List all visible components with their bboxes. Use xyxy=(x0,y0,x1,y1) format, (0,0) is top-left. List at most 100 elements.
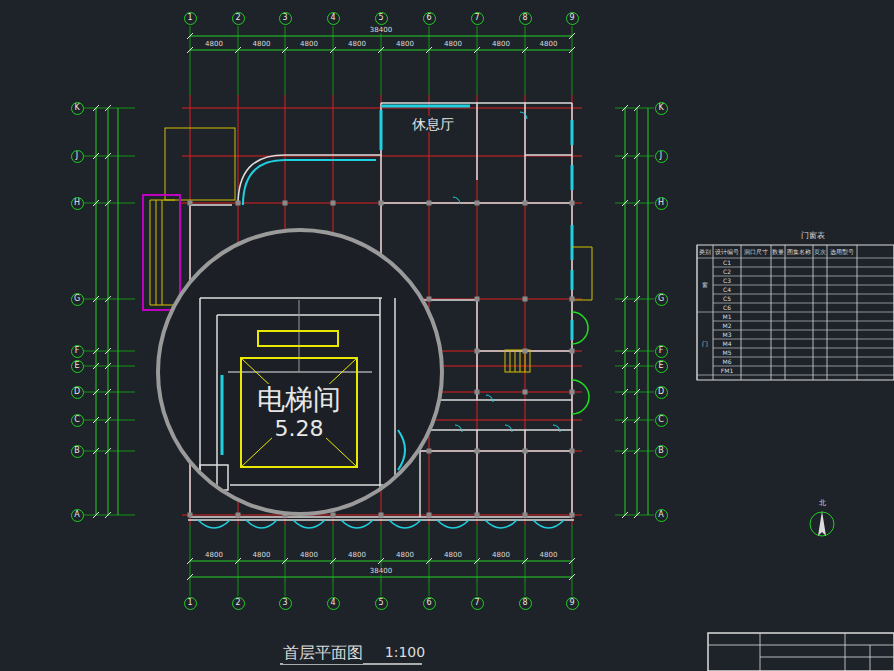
axis-bubble: C xyxy=(655,414,668,427)
title-block xyxy=(708,633,894,671)
dimension-text: 4800 xyxy=(539,552,559,559)
table-rule xyxy=(785,245,786,380)
axis-bubble: 1 xyxy=(184,12,197,25)
axis-bubble: A xyxy=(71,509,84,522)
table-rule xyxy=(771,245,772,380)
dimension-tick xyxy=(522,47,528,53)
axis-bubble: 7 xyxy=(471,597,484,610)
dimension-tick xyxy=(93,296,99,302)
extension-line xyxy=(84,351,135,352)
dimension-tick xyxy=(634,417,640,423)
table-rule xyxy=(713,276,894,277)
door-swing xyxy=(486,395,493,402)
column xyxy=(283,201,288,206)
overall-dimension: 38400 xyxy=(369,27,393,34)
axis-number: 7 xyxy=(474,599,479,607)
bay-window xyxy=(533,520,564,528)
table-header: 页次 xyxy=(813,249,827,255)
dimension-tick xyxy=(569,33,575,39)
schedule-table xyxy=(697,245,894,380)
ramp-line xyxy=(150,305,175,306)
dimension-tick xyxy=(93,153,99,159)
magnified-view xyxy=(200,298,440,505)
window xyxy=(571,165,574,190)
table-cell: FM1 xyxy=(720,368,734,374)
dimension-tick xyxy=(622,200,628,206)
axis-bubble: 2 xyxy=(232,12,245,25)
axis-bubble: 3 xyxy=(279,12,292,25)
bay-window xyxy=(389,520,421,528)
dimension-text: 4800 xyxy=(539,41,559,48)
wall xyxy=(525,154,572,156)
extension-line xyxy=(84,156,135,157)
dimension-text: 4800 xyxy=(252,41,272,48)
dimension-tick xyxy=(622,105,628,111)
wall xyxy=(420,450,572,452)
ramp-line xyxy=(150,200,151,305)
extension-line xyxy=(84,366,135,367)
table-header: 数量 xyxy=(771,249,785,255)
table-rule xyxy=(697,245,698,380)
window xyxy=(571,320,574,340)
dimension-tick xyxy=(378,558,384,564)
north-label: 北 xyxy=(818,500,827,507)
title-block-rule xyxy=(760,657,894,658)
dimension-tick xyxy=(93,512,99,518)
dimension-text: 4800 xyxy=(443,41,463,48)
table-rule xyxy=(713,321,894,322)
axis-bubble: E xyxy=(71,360,84,373)
table-header: 洞口尺寸 xyxy=(743,249,769,255)
extension-line xyxy=(84,420,135,421)
table-cell: C2 xyxy=(722,269,732,275)
bay-window xyxy=(293,520,325,528)
axis-number: K xyxy=(74,104,79,112)
dimension-tick xyxy=(187,33,193,39)
wall xyxy=(379,298,381,490)
axis-number: F xyxy=(75,347,80,355)
door-swing xyxy=(553,425,560,432)
dimension-tick xyxy=(282,558,288,564)
dimension-text: 4800 xyxy=(252,552,272,559)
axis-bubble: C xyxy=(71,414,84,427)
elevator-box: 电梯间5.28 xyxy=(241,358,357,467)
dimension-tick xyxy=(93,389,99,395)
dimension-line xyxy=(637,108,638,515)
dimension-tick xyxy=(282,47,288,53)
dimension-tick xyxy=(622,512,628,518)
axis-bubble: F xyxy=(655,345,668,358)
axis-number: 4 xyxy=(330,14,335,22)
axis-bubble: 8 xyxy=(519,597,532,610)
dimension-tick xyxy=(426,558,432,564)
table-header: 类别 xyxy=(698,249,712,255)
canopy-outline xyxy=(165,128,235,200)
dimension-tick xyxy=(93,448,99,454)
stair-tread xyxy=(515,350,516,372)
table-cell: C5 xyxy=(722,296,732,302)
column xyxy=(570,513,575,518)
dimension-tick xyxy=(93,417,99,423)
column xyxy=(475,390,480,395)
axis-bubble: 5 xyxy=(375,12,388,25)
table-cell: M3 xyxy=(722,332,733,338)
title-block-rule xyxy=(870,645,871,671)
extension-line xyxy=(84,299,135,300)
window xyxy=(381,105,470,108)
door-swing xyxy=(505,425,512,432)
axis-bubble: 4 xyxy=(327,12,340,25)
dimension-tick xyxy=(426,47,432,53)
axis-line xyxy=(525,95,526,525)
dimension-tick xyxy=(93,105,99,111)
door-swing xyxy=(455,425,462,432)
dimension-tick xyxy=(634,363,640,369)
axis-bubble: D xyxy=(655,386,668,399)
table-cell: M6 xyxy=(722,359,733,365)
table-rule xyxy=(713,348,894,349)
extension-line xyxy=(84,451,135,452)
axis-number: A xyxy=(74,511,79,519)
room-label-box: 休息厅 xyxy=(406,113,460,135)
shaft-cross xyxy=(241,358,357,467)
dimension-tick xyxy=(235,558,241,564)
table-rule xyxy=(741,245,742,380)
column xyxy=(236,513,241,518)
